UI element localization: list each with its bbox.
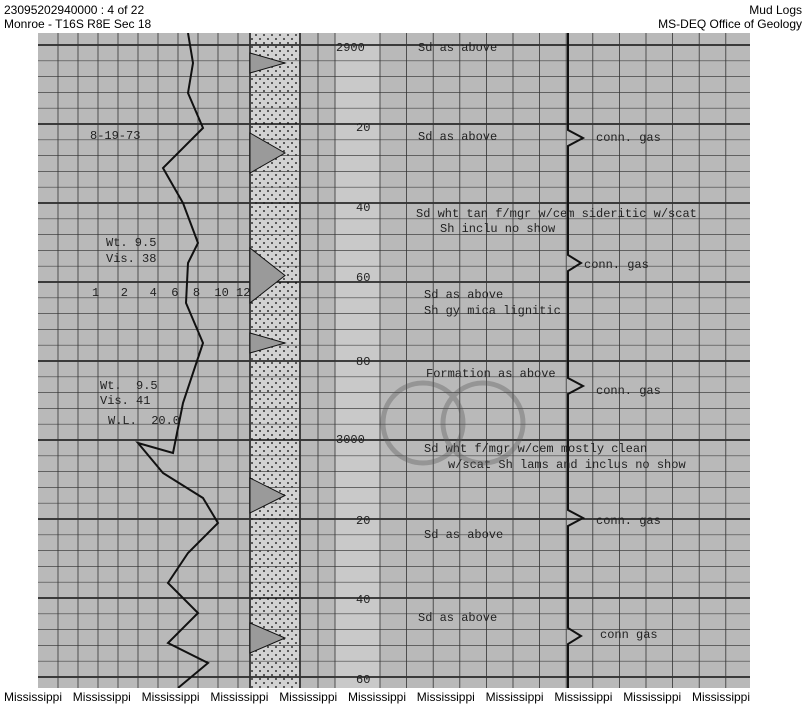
gas-annotation: conn gas bbox=[600, 628, 658, 642]
lithology-description: Sd as above bbox=[424, 288, 504, 302]
drill-rate-scale: 1 2 4 6 8 10 12 bbox=[92, 286, 251, 300]
gas-annotation: conn. gas bbox=[596, 384, 661, 398]
footer-state-label: Mississippi bbox=[554, 690, 613, 704]
mud-log-scan: 8-19-73 Wt. 9.5 Vis. 38 1 2 4 6 8 10 12 … bbox=[38, 33, 750, 688]
gas-annotation: conn. gas bbox=[596, 514, 661, 528]
footer-state-label: Mississippi bbox=[348, 690, 407, 704]
depth-label: 40 bbox=[356, 201, 371, 215]
shale-streak bbox=[249, 622, 287, 654]
lithology-description: Formation as above bbox=[426, 367, 556, 381]
footer-state-label: Mississippi bbox=[4, 690, 63, 704]
gas-curve bbox=[567, 33, 586, 688]
document-id: 23095202940000 : 4 of 22 bbox=[4, 3, 145, 17]
depth-label: 80 bbox=[356, 355, 371, 369]
footer-state-label: Mississippi bbox=[279, 690, 338, 704]
depth-label: 20 bbox=[356, 121, 371, 135]
lithology-description: Sd wht f/mgr w/cem mostly clean bbox=[424, 442, 648, 456]
mud-viscosity-2: Vis. 41 bbox=[100, 394, 151, 408]
mud-weight-1: Wt. 9.5 bbox=[106, 236, 157, 250]
gas-annotation: conn. gas bbox=[596, 131, 661, 145]
lithology-description: w/scat Sh lams and inclus no show bbox=[448, 458, 686, 472]
footer-state-label: Mississippi bbox=[141, 690, 200, 704]
footer-state-label: Mississippi bbox=[210, 690, 269, 704]
lithology-description: Sh inclu no show bbox=[440, 222, 556, 236]
mud-viscosity-1: Vis. 38 bbox=[106, 252, 157, 266]
shale-streak bbox=[249, 132, 287, 174]
depth-label: 20 bbox=[356, 514, 371, 528]
lithology-description: Sd as above bbox=[424, 528, 504, 542]
depth-label: 60 bbox=[356, 271, 371, 285]
footer-state-label: Mississippi bbox=[72, 690, 131, 704]
log-date: 8-19-73 bbox=[90, 129, 141, 143]
footer: Mississippi Mississippi Mississippi Mississ… bbox=[0, 690, 808, 704]
footer-state-label: Mississippi bbox=[692, 690, 751, 704]
deq-watermark bbox=[373, 373, 533, 493]
footer-state-label: Mississippi bbox=[416, 690, 475, 704]
lithology-description: Sd as above bbox=[418, 611, 498, 625]
shale-streak bbox=[249, 477, 287, 514]
footer-state-label: Mississippi bbox=[623, 690, 682, 704]
depth-label: 3000 bbox=[336, 433, 365, 447]
mud-weight-2: Wt. 9.5 bbox=[100, 379, 158, 393]
drill-rate-curve bbox=[135, 33, 220, 688]
document-type: Mud Logs bbox=[749, 3, 802, 17]
shale-streak bbox=[249, 246, 286, 305]
shale-streak bbox=[249, 332, 287, 354]
lithology-description: Sh gy mica lignitic bbox=[424, 304, 561, 318]
log-grid bbox=[38, 33, 750, 688]
agency-name: MS-DEQ Office of Geology bbox=[658, 17, 802, 31]
gas-annotation: conn. gas bbox=[584, 258, 649, 272]
depth-label: 40 bbox=[356, 593, 371, 607]
shale-streak bbox=[249, 52, 287, 74]
depth-label: 2900 bbox=[336, 41, 365, 55]
lithology-description: Sd wht tan f/mgr w/cem sideritic w/scat bbox=[416, 207, 697, 221]
water-loss: W.L. 20.0 bbox=[108, 414, 181, 428]
lithology-description: Sd as above bbox=[418, 41, 498, 55]
footer-state-label: Mississippi bbox=[485, 690, 544, 704]
well-location: Monroe - T16S R8E Sec 18 bbox=[4, 17, 152, 31]
depth-label: 60 bbox=[356, 673, 371, 687]
lithology-description: Sd as above bbox=[418, 130, 498, 144]
